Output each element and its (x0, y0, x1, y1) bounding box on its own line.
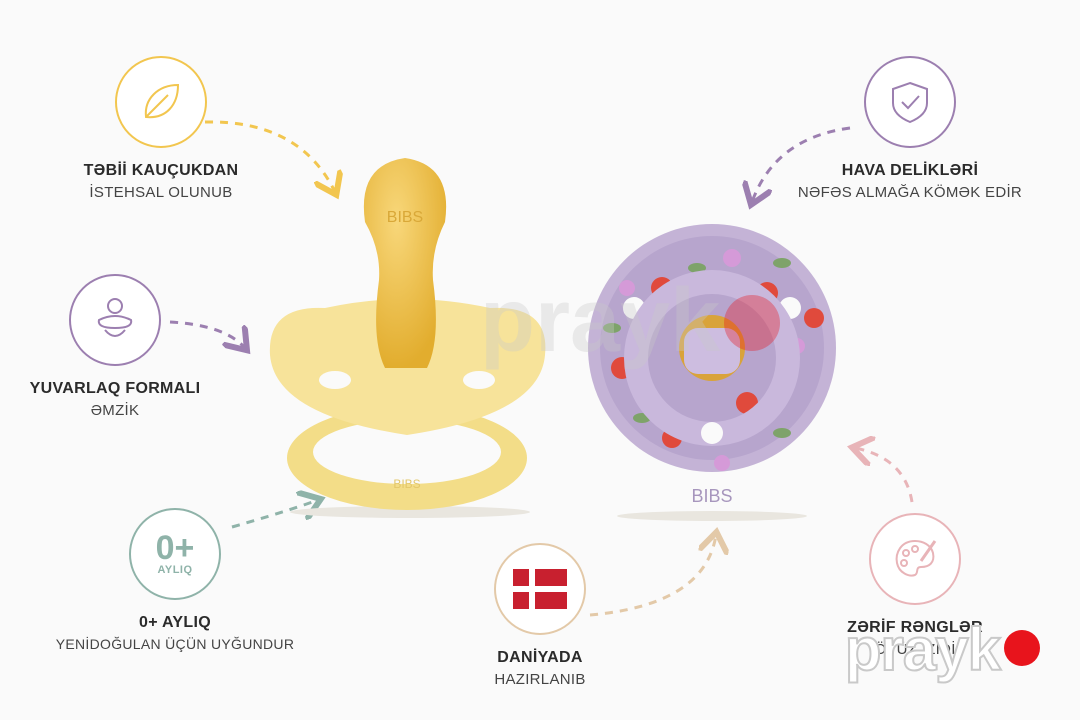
floral-pacifier-image: BIBS (588, 224, 836, 521)
arrow-natural-rubber (204, 120, 335, 192)
yellow-pacifier-image: BIBS BIBS (269, 158, 546, 518)
feature-age-subtitle: YENİDOĞULAN ÜÇÜN UYĞUNDUR (55, 636, 295, 652)
arrow-colors (855, 448, 914, 503)
feature-denmark-circle (494, 543, 586, 635)
feature-colors-circle (869, 513, 961, 605)
brand-watermark-text: prayk (844, 615, 1002, 684)
feature-denmark-title: DANİYADA (497, 649, 583, 666)
feature-age-title: 0+ AYLIQ (139, 614, 211, 631)
floral-pacifier-brand: BIBS (691, 486, 732, 506)
denmark-flag-icon (513, 569, 567, 609)
shield-check-icon (892, 81, 928, 124)
feature-natural-rubber: TƏBİİ KAUÇUKDAN İSTEHSAL OLUNUB (56, 56, 266, 201)
feature-air-holes-subtitle: NƏFƏS ALMAĞA KÖMƏK EDİR (797, 184, 1023, 201)
feature-air-holes-circle (864, 56, 956, 148)
feature-air-holes-title: HAVA DELİKLƏRİ (841, 162, 979, 179)
feature-round-shape: YUVARLAQ FORMALI ƏMZİK (10, 274, 220, 419)
feature-air-holes: HAVA DELİKLƏRİ NƏFƏS ALMAĞA KÖMƏK EDİR (790, 56, 1030, 201)
feature-round-shape-subtitle: ƏMZİK (90, 402, 140, 419)
arrow-round-shape (169, 320, 245, 348)
feature-natural-rubber-title: TƏBİİ KAUÇUKDAN (83, 162, 239, 179)
feature-round-shape-title: YUVARLAQ FORMALI (29, 380, 201, 397)
yellow-pacifier-ring-brand: BIBS (393, 477, 420, 491)
center-watermark-dot (724, 295, 781, 351)
feature-colors-subtitle: ÖVÜZ İZİDİ (874, 641, 956, 658)
leaf-icon (144, 83, 180, 119)
arrow-age (231, 500, 318, 529)
age-badge-main: 0+ (155, 529, 195, 567)
feature-denmark: DANİYADA HAZIRLANIB (450, 543, 630, 688)
pacifier-icon (97, 298, 133, 337)
yellow-pacifier-nipple (363, 158, 447, 368)
feature-denmark-subtitle: HAZIRLANIB (494, 671, 586, 688)
yellow-pacifier-brand: BIBS (387, 209, 423, 226)
feature-natural-rubber-circle (115, 56, 207, 148)
center-watermark: prayk (480, 270, 781, 373)
brand-watermark-dot (1004, 630, 1040, 666)
feature-age: 0+ AYLIQ 0+ AYLIQ YENİDOĞULAN ÜÇÜN UYĞUN… (40, 508, 310, 652)
palette-icon (895, 539, 937, 577)
age-badge-sub: AYLIQ (157, 564, 193, 576)
feature-colors: ZƏRİF RƏNGLƏR ÖVÜZ İZİDİ (800, 513, 1030, 658)
feature-colors-title: ZƏRİF RƏNGLƏR (847, 619, 983, 636)
arrow-denmark (589, 535, 716, 617)
feature-natural-rubber-subtitle: İSTEHSAL OLUNUB (89, 184, 233, 201)
arrow-air-holes (752, 126, 851, 202)
feature-round-shape-circle (69, 274, 161, 366)
brand-watermark: prayk (844, 615, 1040, 684)
age-badge: 0+ AYLIQ (129, 508, 221, 600)
center-watermark-text: prayk (480, 271, 721, 371)
